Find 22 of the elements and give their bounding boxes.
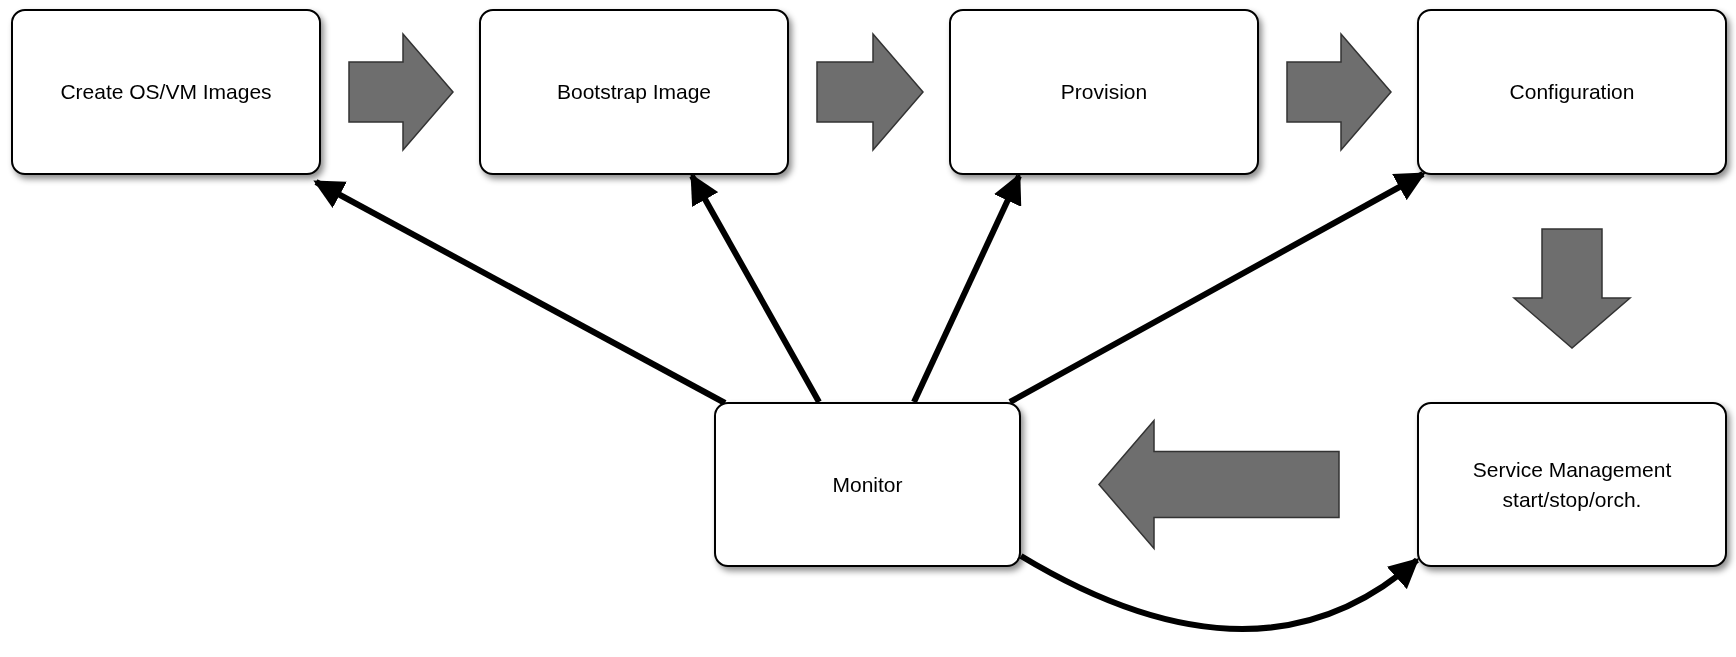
- process-box: [479, 9, 789, 175]
- process-box: [714, 402, 1021, 567]
- block-arrow: [348, 32, 454, 152]
- block-arrow: [1512, 228, 1632, 349]
- block-arrow: [1098, 418, 1340, 551]
- process-box: [1417, 402, 1727, 567]
- arrow: [1019, 553, 1420, 632]
- arrow: [1008, 171, 1426, 405]
- process-box: [11, 9, 321, 175]
- block-arrow: [816, 32, 924, 152]
- process-box: [949, 9, 1259, 175]
- box-label: Configuration: [1509, 79, 1635, 105]
- box-label: Monitor: [832, 471, 903, 498]
- box-label: Create OS/VM Images: [60, 79, 272, 105]
- box-label: Provision: [1060, 79, 1148, 105]
- box-label: Service Management start/stop/orch.: [1471, 456, 1673, 513]
- arrow: [313, 179, 727, 406]
- process-box: [1417, 9, 1727, 175]
- block-arrow: [1286, 32, 1392, 152]
- box-label: Bootstrap Image: [556, 79, 712, 105]
- arrow: [689, 173, 822, 404]
- arrow: [911, 173, 1022, 404]
